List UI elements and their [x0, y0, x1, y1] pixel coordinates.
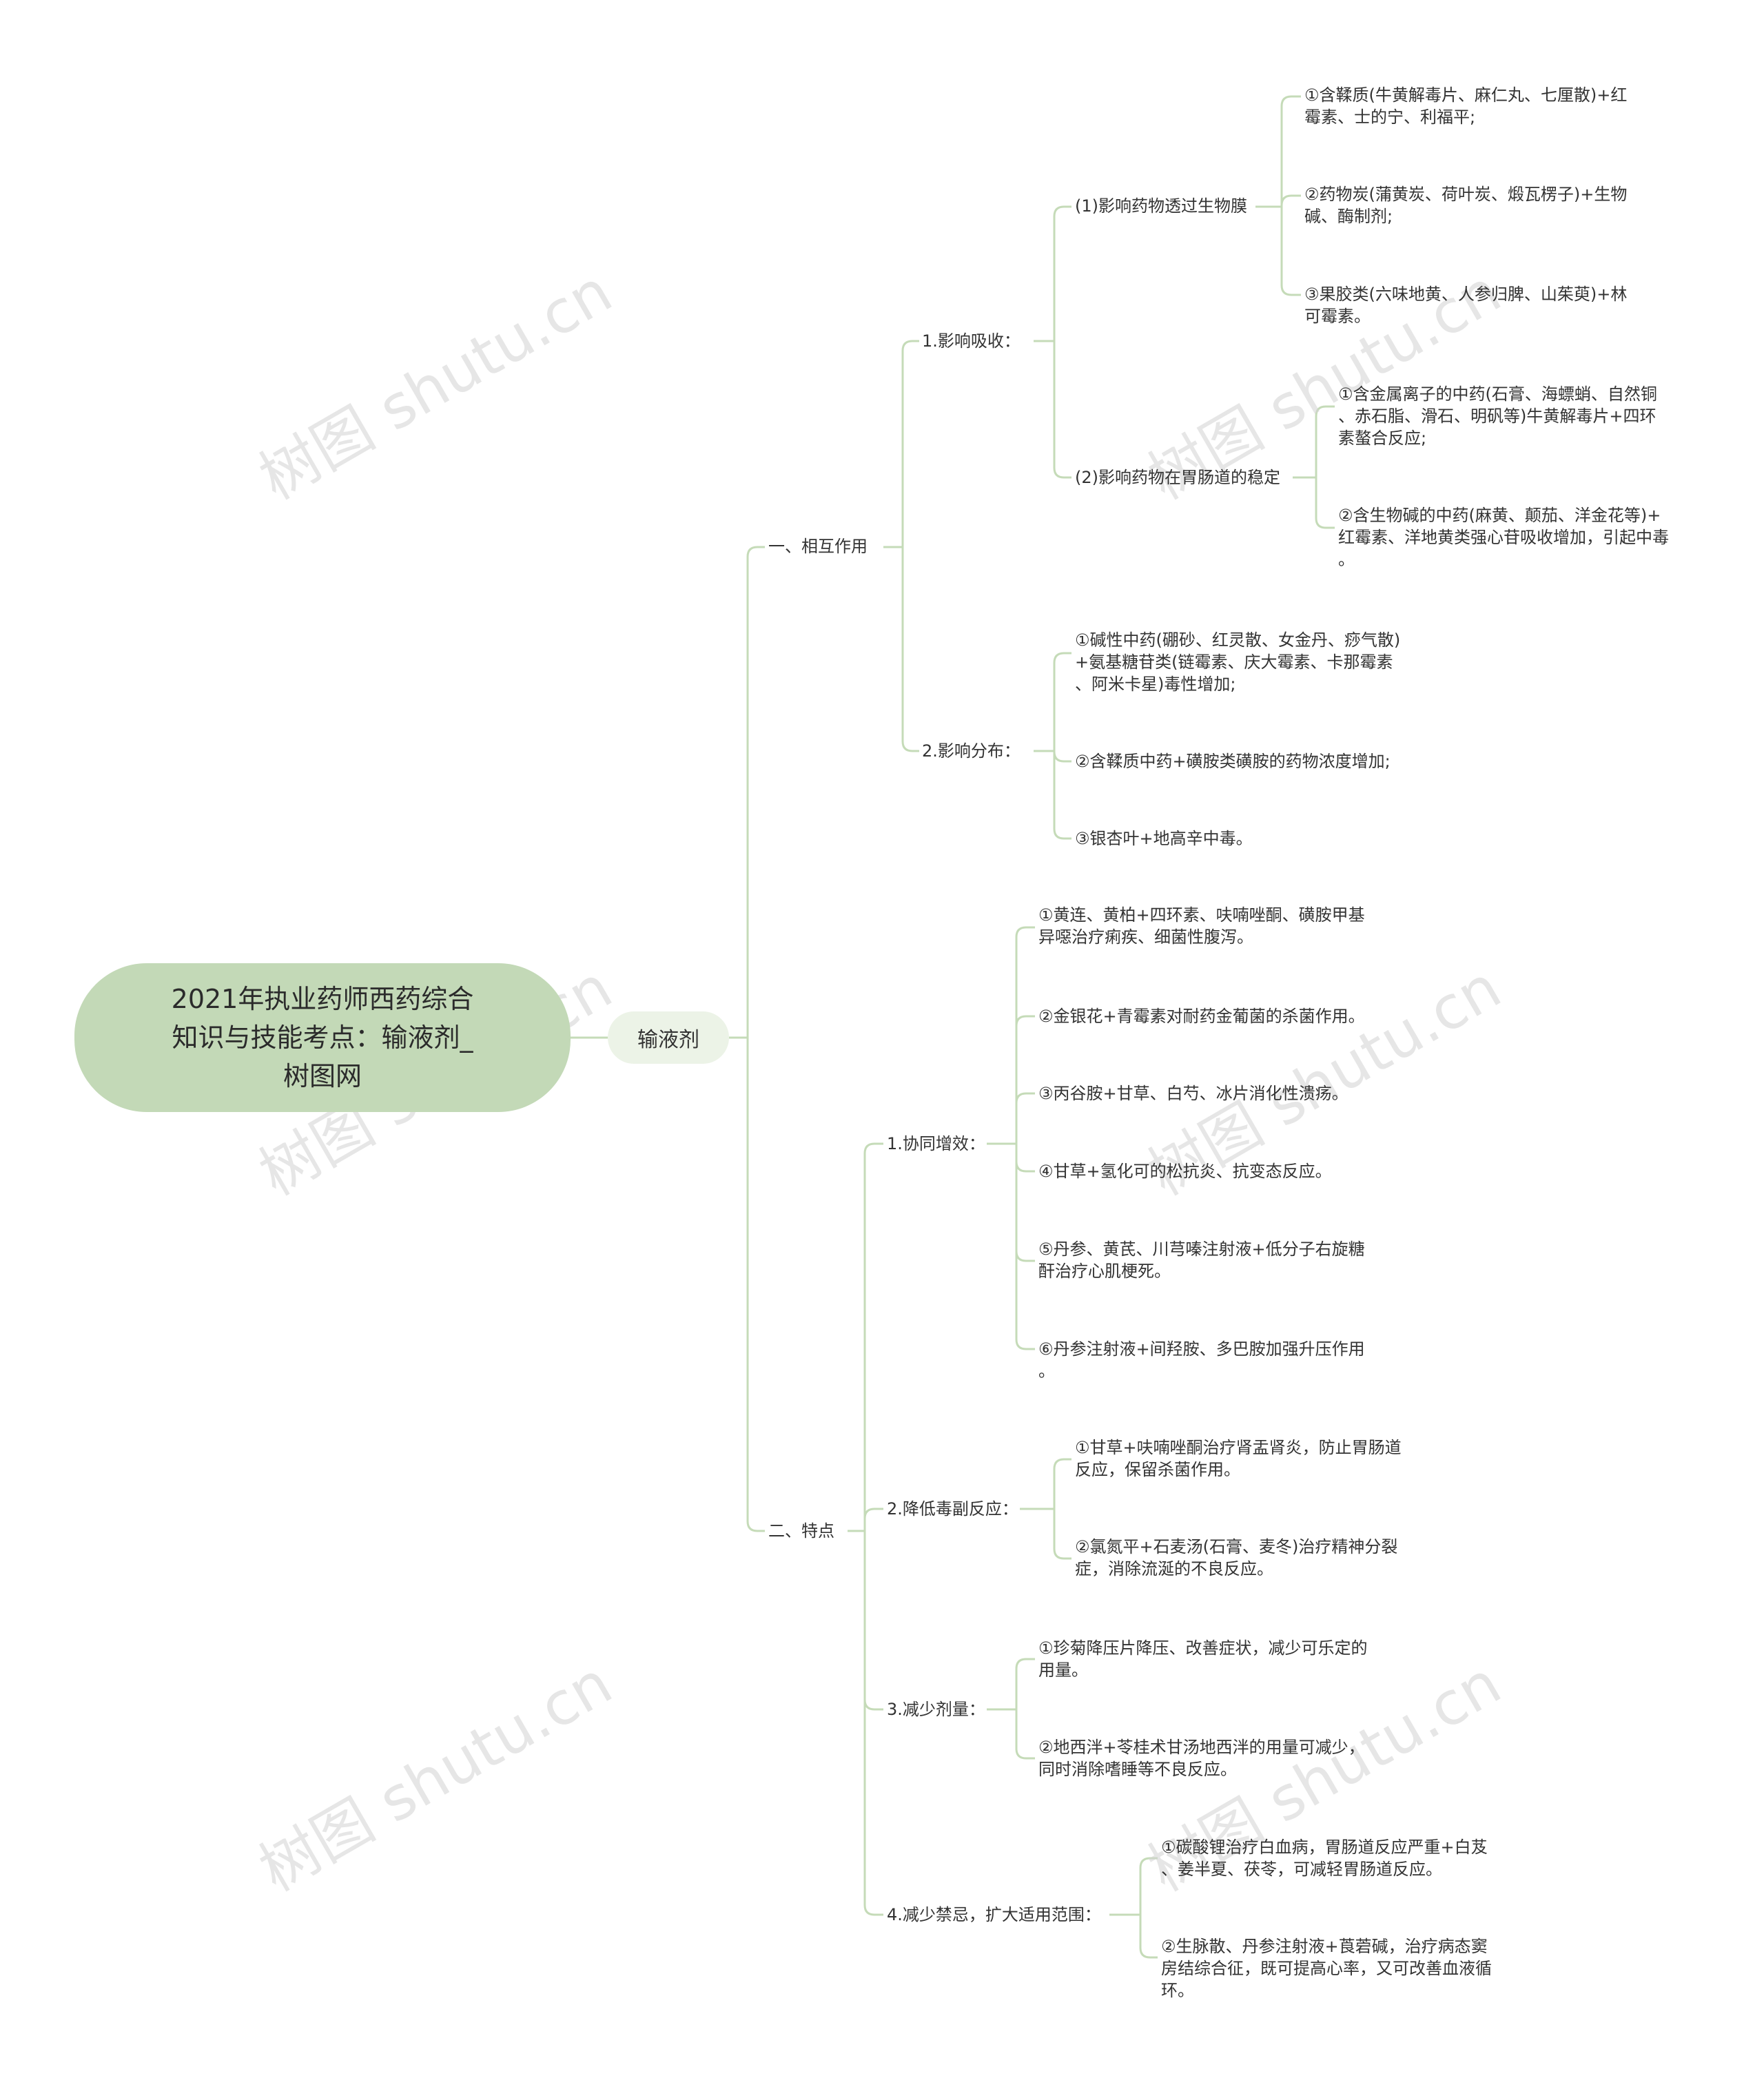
leaf-item[interactable]: ③果胶类(六味地黄、人参归脾、山茱萸)+林 可霉素。: [1304, 285, 1628, 326]
topic-reduce-dose[interactable]: 3.减少剂量：: [887, 1700, 985, 1719]
leaf-item[interactable]: ①含金属离子的中药(石膏、海螵蛸、自然铜 、赤石脂、滑石、明矾等)牛黄解毒片+四…: [1338, 384, 1657, 448]
leaf-item[interactable]: ①碱性中药(硼砂、红灵散、女金丹、痧气散) +氨基糖苷类(链霉素、庆大霉素、卡那…: [1075, 630, 1401, 694]
leaf-item[interactable]: ②地西泮+苓桂术甘汤地西泮的用量可减少， 同时消除嗜睡等不良反应。: [1038, 1738, 1365, 1779]
section-features[interactable]: 二、特点: [768, 1521, 834, 1541]
leaf-item[interactable]: ④甘草+氢化可的松抗炎、抗变态反应。: [1038, 1162, 1332, 1181]
connector-line: [729, 546, 765, 1532]
topic-membrane[interactable]: (1)影响药物透过生物膜: [1075, 196, 1247, 216]
leaf-item[interactable]: ⑤丹参、黄芪、川芎嗪注射液+低分子右旋糖 酐治疗心肌梗死。: [1038, 1239, 1365, 1281]
leaf-item[interactable]: ①甘草+呋喃唑酮治疗肾盂肾炎，防止胃肠道 反应，保留杀菌作用。: [1075, 1438, 1402, 1479]
leaf-item[interactable]: ①黄连、黄柏+四环素、呋喃唑酮、磺胺甲基 异噁治疗痢疾、细菌性腹泻。: [1038, 905, 1365, 947]
connector-line: [1034, 652, 1071, 840]
leaf-item[interactable]: ⑥丹参注射液+间羟胺、多巴胺加强升压作用 。: [1038, 1339, 1365, 1381]
leaf-item[interactable]: ②金银花+青霉素对耐药金葡菌的杀菌作用。: [1038, 1007, 1365, 1026]
connector-line: [1034, 205, 1071, 479]
leaf-item[interactable]: ①珍菊降压片降压、改善症状，减少可乐定的 用量。: [1038, 1638, 1368, 1680]
topic-distribution[interactable]: 2.影响分布：: [922, 741, 1021, 761]
topic-reduce-contraindication[interactable]: 4.减少禁忌，扩大适用范围：: [887, 1905, 1101, 1924]
connector-line: [883, 340, 919, 752]
connector-line: [1255, 95, 1301, 296]
connector-line: [1293, 405, 1335, 529]
connector-line: [987, 1658, 1035, 1760]
leaf-item[interactable]: ②含生物碱的中药(麻黄、颠茄、洋金花等)+ 红霉素、洋地黄类强心苷吸收增加，引起…: [1338, 506, 1669, 569]
topic-reduce-toxicity[interactable]: 2.降低毒副反应：: [887, 1499, 1018, 1519]
leaf-item[interactable]: ②药物炭(蒲黄炭、荷叶炭、煅瓦楞子)+生物 碱、酶制剂;: [1304, 185, 1628, 226]
connector-line: [848, 1142, 883, 1916]
root-topic[interactable]: 2021年执业药师西药综合 知识与技能考点：输液剂_ 树图网: [74, 963, 571, 1112]
hub-topic[interactable]: 输液剂: [608, 1011, 729, 1064]
leaf-item[interactable]: ②氯氮平+石麦汤(石膏、麦冬)治疗精神分裂 症，消除流涎的不良反应。: [1075, 1537, 1398, 1578]
section-interaction[interactable]: 一、相互作用: [768, 537, 868, 556]
leaf-item[interactable]: ①碳酸锂治疗白血病，胃肠道反应严重+白芨 、姜半夏、茯苓，可减轻胃肠道反应。: [1161, 1838, 1488, 1879]
leaf-item[interactable]: ③丙谷胺+甘草、白芍、冰片消化性溃疡。: [1038, 1084, 1348, 1103]
leaf-item[interactable]: ①含鞣质(牛黄解毒片、麻仁丸、七厘散)+红 霉素、士的宁、利福平;: [1304, 85, 1628, 127]
topic-synergy[interactable]: 1.协同增效：: [887, 1134, 985, 1153]
connector-line: [1020, 1458, 1071, 1560]
connector-line: [1109, 1857, 1158, 1959]
leaf-item[interactable]: ②含鞣质中药+磺胺类磺胺的药物浓度增加;: [1075, 752, 1391, 771]
topic-gi-stability[interactable]: (2)影响药物在胃肠道的稳定: [1075, 468, 1280, 487]
connector-line: [987, 926, 1035, 1350]
leaf-item[interactable]: ②生脉散、丹参注射液+莨菪碱，治疗病态窦 房结综合征，既可提高心率，又可改善血液…: [1161, 1937, 1492, 2000]
topic-absorption[interactable]: 1.影响吸收：: [922, 331, 1021, 351]
leaf-item[interactable]: ③银杏叶+地高辛中毒。: [1075, 829, 1253, 848]
